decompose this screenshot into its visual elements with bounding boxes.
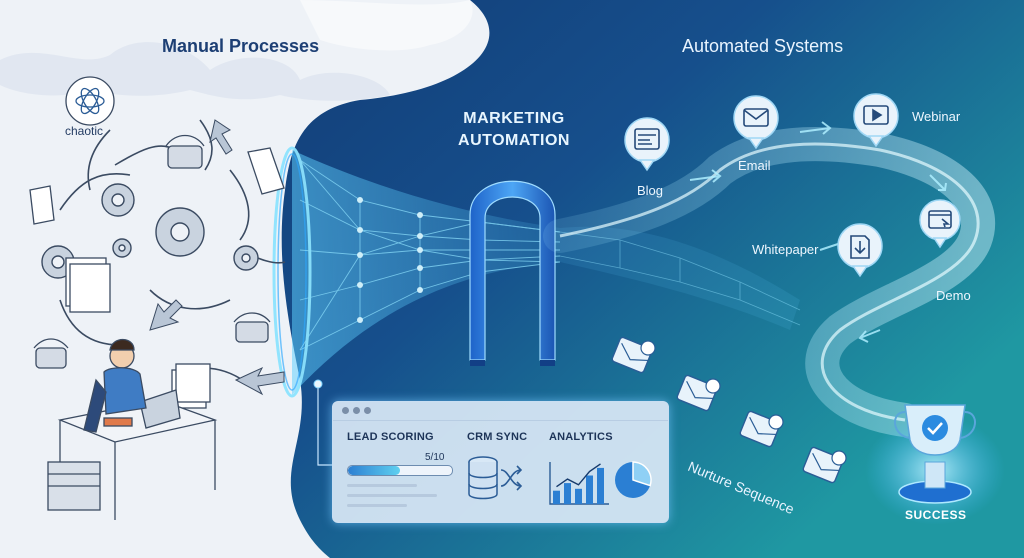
analytics-bar <box>553 490 560 504</box>
analytics-label: ANALYTICS <box>549 431 613 443</box>
center-title: MARKETING AUTOMATION <box>458 110 570 149</box>
automation-portal <box>469 180 556 366</box>
download-document-icon <box>850 235 870 259</box>
channel-label-demo: Demo <box>936 288 971 303</box>
chaotic-label: chaotic <box>65 124 104 138</box>
window-dot <box>364 407 371 414</box>
window-dot <box>353 407 360 414</box>
pie-slice-highlight <box>632 461 652 487</box>
channel-label-webinar: Webinar <box>912 109 961 124</box>
analytics-bar <box>586 475 593 504</box>
database-sync-icon <box>468 456 523 500</box>
left-section-title: Manual Processes <box>162 36 320 56</box>
envelope-icon <box>743 108 769 127</box>
analytics-bar <box>575 488 582 504</box>
channel-label-whitepaper: Whitepaper <box>752 242 819 257</box>
placeholder-line <box>347 484 417 487</box>
trophy-icon <box>865 404 1005 525</box>
video-play-icon <box>863 105 889 125</box>
pie-chart-icon <box>615 461 652 498</box>
blog-page-icon <box>634 128 660 150</box>
dashboard-titlebar <box>333 402 668 421</box>
analytics-bar <box>564 483 571 504</box>
chaos-illustration <box>29 76 286 520</box>
analytics-trend-line <box>556 463 601 488</box>
lead-score-bar <box>347 465 453 476</box>
channel-label-blog: Blog <box>637 183 664 198</box>
channel-label-email: Email <box>738 158 771 173</box>
placeholder-line <box>347 494 437 497</box>
window-dot <box>342 407 349 414</box>
placeholder-line <box>347 504 407 507</box>
lead-scoring-label: LEAD SCORING <box>347 431 434 443</box>
dashboard-panel: LEAD SCORING CRM SYNC ANALYTICS 5/10 <box>332 401 669 523</box>
crm-sync-label: CRM SYNC <box>467 431 528 443</box>
right-section-title: Automated Systems <box>682 36 844 56</box>
success-label: SUCCESS <box>905 508 967 522</box>
analytics-bar-chart-icon <box>549 462 609 505</box>
browser-cursor-icon <box>928 210 952 229</box>
lead-score-value: 5/10 <box>425 452 445 463</box>
lead-score-fill <box>348 466 400 475</box>
analytics-bar <box>597 467 604 504</box>
funnel-network <box>272 146 801 398</box>
